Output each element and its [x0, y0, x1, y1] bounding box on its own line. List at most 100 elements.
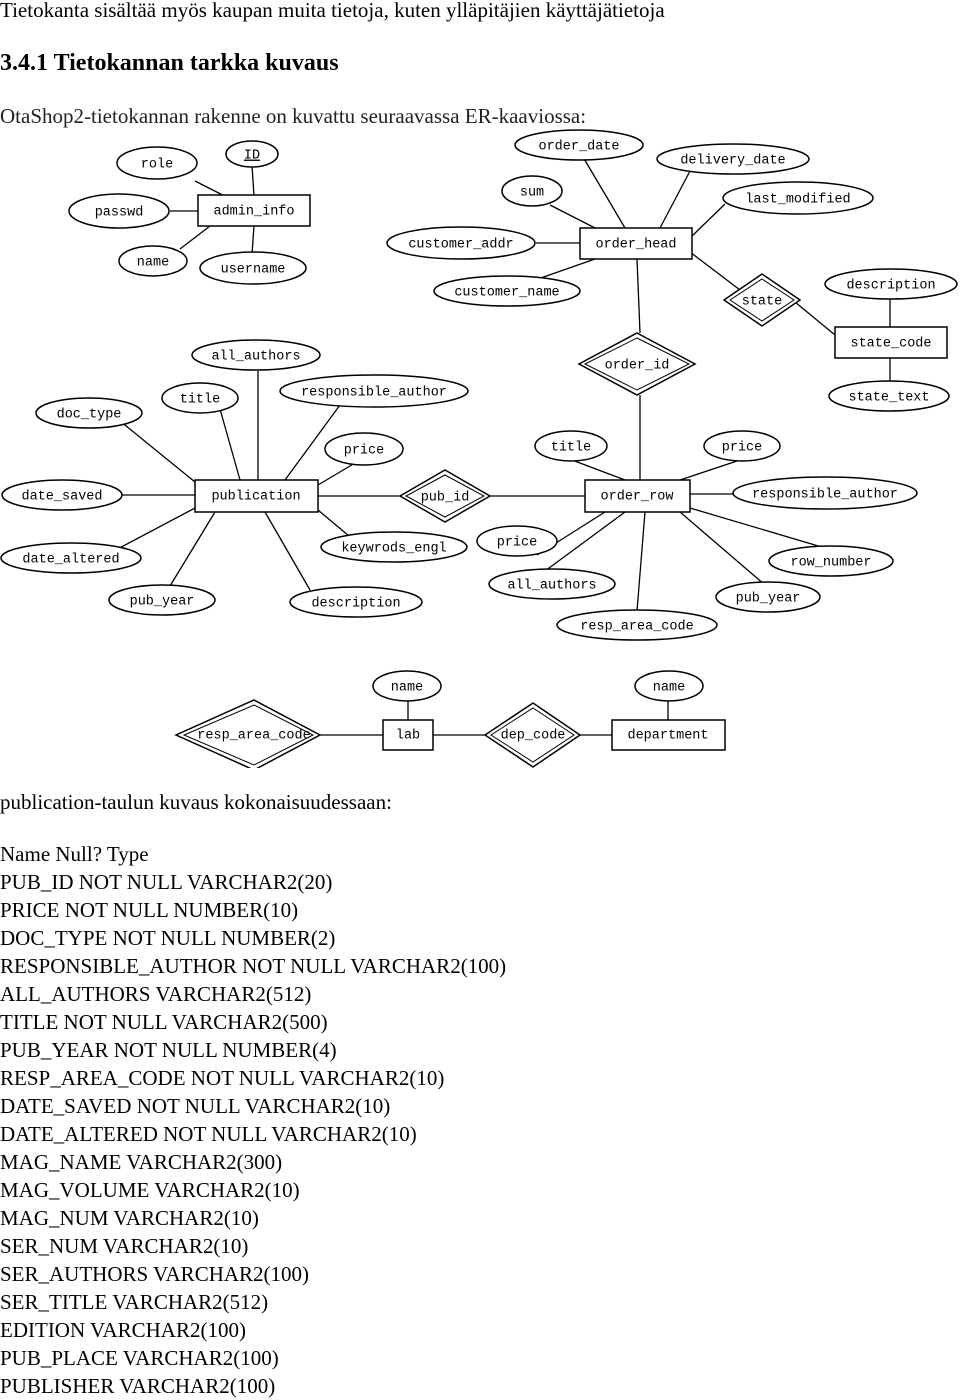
column-row: DATE_SAVED NOT NULL VARCHAR2(10) — [0, 1094, 391, 1118]
entity-order-head — [579, 227, 693, 260]
column-row: DATE_ALTERED NOT NULL VARCHAR2(10) — [0, 1122, 417, 1146]
label-publication: publication — [211, 490, 300, 505]
column-row: PUB_PLACE VARCHAR2(100) — [0, 1346, 279, 1370]
rel-order-id — [577, 332, 697, 396]
label-row-number: row_number — [790, 556, 871, 571]
attr-id — [225, 140, 279, 168]
label-customer-name: customer_name — [454, 286, 559, 301]
column-row: EDITION VARCHAR2(100) — [0, 1318, 246, 1342]
attr-order-date — [514, 129, 644, 161]
label-department-name: name — [653, 681, 685, 696]
attr-lab-name — [372, 670, 442, 702]
rel-state — [722, 273, 802, 327]
column-list: Name Null? Type PUB_ID NOT NULL VARCHAR2… — [0, 840, 506, 1400]
label-lab-name: name — [391, 681, 423, 696]
entity-lab — [382, 719, 434, 751]
label-order-id: order_id — [605, 359, 670, 374]
attr-description — [824, 268, 958, 300]
attr-pub-year-row — [715, 581, 821, 613]
attr-date-altered — [0, 542, 142, 574]
label-doc-type: doc_type — [57, 408, 122, 423]
label-sum: sum — [520, 186, 544, 201]
attr-customer-name — [433, 275, 581, 307]
label-title-row: title — [551, 441, 592, 456]
attr-username — [199, 251, 307, 285]
label-customer-addr: customer_addr — [408, 238, 513, 253]
label-date-saved: date_saved — [21, 490, 102, 505]
attr-doc-type — [35, 397, 143, 429]
label-last-modified: last_modified — [745, 193, 850, 208]
attr-row-number — [768, 545, 894, 577]
column-row: RESPONSIBLE_AUTHOR NOT NULL VARCHAR2(100… — [0, 954, 507, 978]
column-row: MAG_NUM VARCHAR2(10) — [0, 1206, 259, 1230]
column-row: DOC_TYPE NOT NULL NUMBER(2) — [0, 926, 336, 950]
diagram-labels: admin_info order_head state_code publica… — [21, 140, 935, 744]
attr-delivery-date — [656, 143, 810, 175]
attr-price-row-2 — [476, 525, 558, 557]
label-state: state — [742, 295, 783, 310]
label-department: department — [627, 729, 708, 744]
attr-date-saved — [1, 479, 123, 511]
rel-pub-id — [398, 469, 492, 523]
column-row: SER_NUM VARCHAR2(10) — [0, 1234, 249, 1258]
attr-title — [161, 382, 239, 414]
column-row: PUBLISHER VARCHAR2(100) — [0, 1374, 276, 1398]
label-responsible-author: responsible_author — [301, 386, 447, 401]
connector-lines — [108, 156, 891, 736]
label-price-row-2: price — [497, 536, 538, 551]
label-price: price — [344, 444, 385, 459]
attr-pub-year — [108, 584, 216, 616]
entity-department — [611, 719, 726, 751]
attr-passwd — [68, 193, 170, 229]
table-header: Name Null? Type — [0, 842, 149, 866]
attr-role — [116, 146, 198, 180]
entity-publication — [194, 479, 319, 513]
label-dep-code: dep_code — [501, 729, 566, 744]
table-caption: publication-taulun kuvaus kokonaisuudess… — [0, 790, 392, 814]
column-row: MAG_NAME VARCHAR2(300) — [0, 1150, 283, 1174]
label-admin-info: admin_info — [213, 205, 294, 220]
column-row: PUB_YEAR NOT NULL NUMBER(4) — [0, 1038, 337, 1062]
relationship-diamonds — [174, 273, 802, 768]
label-username: username — [221, 263, 286, 278]
section-heading: 3.4.1 Tietokannan tarkka kuvaus — [0, 50, 339, 76]
column-row: TITLE NOT NULL VARCHAR2(500) — [0, 1010, 328, 1034]
label-keywords-engl: keywrods_engl — [341, 542, 446, 557]
label-order-head: order_head — [595, 238, 676, 253]
attr-price-row — [703, 430, 781, 462]
label-description-pub: description — [311, 597, 400, 612]
entity-order-row — [584, 479, 691, 513]
label-resp-area-code-rel: resp_area_code — [197, 729, 310, 744]
attr-responsible-author — [279, 374, 469, 408]
label-delivery-date: delivery_date — [680, 154, 785, 169]
attribute-ellipses — [0, 129, 958, 702]
attr-all-authors-row — [488, 568, 616, 600]
label-state-text: state_text — [848, 391, 929, 406]
rel-resp-area-code — [174, 699, 322, 768]
column-row: PUB_ID NOT NULL VARCHAR2(20) — [0, 870, 333, 894]
attr-title-row — [534, 430, 608, 462]
er-diagram: admin_info order_head state_code publica… — [0, 129, 958, 768]
attr-resp-area-code — [556, 609, 718, 641]
attr-keywords-engl — [320, 531, 468, 563]
column-row: PRICE NOT NULL NUMBER(10) — [0, 898, 299, 922]
label-pub-id: pub_id — [421, 491, 470, 506]
label-all-authors-row: all_authors — [507, 579, 596, 594]
label-title: title — [180, 393, 221, 408]
column-row: MAG_VOLUME VARCHAR2(10) — [0, 1178, 300, 1202]
attr-last-modified — [722, 181, 874, 215]
rel-dep-code — [483, 702, 582, 768]
label-pub-year: pub_year — [130, 595, 195, 610]
attr-department-name — [634, 670, 704, 702]
diagram-intro: OtaShop2-tietokannan rakenne on kuvattu … — [0, 104, 587, 128]
label-price-row: price — [722, 441, 763, 456]
attr-description-pub — [289, 586, 423, 618]
label-passwd: passwd — [95, 206, 144, 221]
intro-text: Tietokanta sisältää myös kaupan muita ti… — [0, 0, 665, 22]
attr-customer-addr — [386, 226, 536, 260]
label-order-date: order_date — [538, 140, 619, 155]
label-state-code: state_code — [850, 337, 931, 352]
label-lab: lab — [396, 729, 420, 744]
attr-name — [118, 245, 188, 277]
label-date-altered: date_altered — [22, 553, 119, 568]
